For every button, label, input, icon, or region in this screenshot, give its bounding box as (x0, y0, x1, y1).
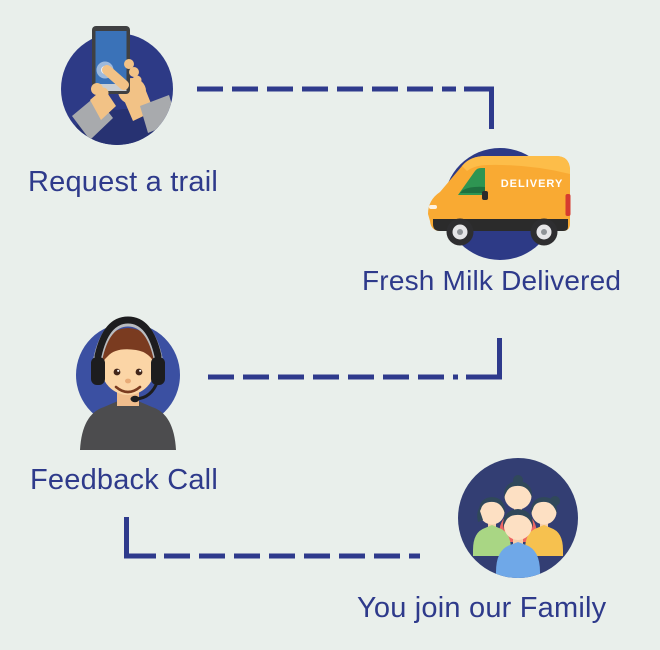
step-label-request-trial: Request a trail (28, 166, 218, 198)
van-delivery-text: DELIVERY (501, 178, 564, 190)
step-label-feedback-call: Feedback Call (30, 464, 218, 496)
family-icon (458, 458, 578, 578)
connector-1 (197, 86, 494, 129)
phone-order-icon (61, 26, 173, 145)
step-label-join-family: You join our Family (357, 592, 607, 624)
delivery-van-icon: DELIVERY (428, 148, 571, 260)
van-illustration: DELIVERY (428, 156, 571, 246)
support-agent-icon (76, 316, 180, 450)
connector-3 (124, 517, 420, 559)
connector-2 (208, 338, 502, 380)
step-label-fresh-milk: Fresh Milk Delivered (362, 265, 622, 296)
